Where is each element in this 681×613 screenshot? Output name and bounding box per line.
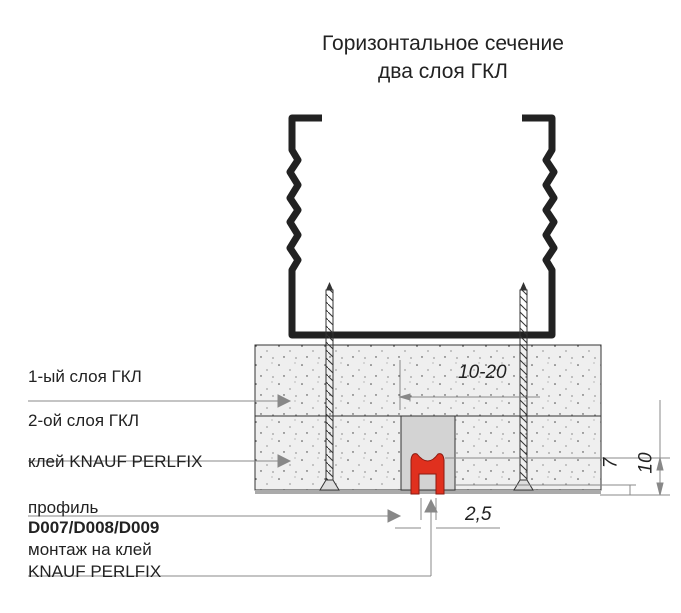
board-layer-1 [254,344,602,417]
title-line-1: Горизонтальное сечение [322,32,564,55]
label-profile: профиль [28,498,99,517]
leader-lines [28,360,670,577]
label-layer-2: 2-ой слоя ГКЛ [28,411,140,430]
glue-groove [400,415,456,491]
red-profile [410,453,445,495]
bottom-strip [255,490,601,494]
title-line-2: два слоя ГКЛ [378,60,508,83]
label-mount-2: KNAUF PERLFIX [28,562,162,581]
label-layer-1: 1-ый слоя ГКЛ [28,367,142,386]
dim-gap: 10-20 [458,362,507,383]
dim-7: 7 [600,457,622,469]
dim-width: 2,5 [465,504,492,525]
dim-10: 10 [635,452,657,474]
label-profile-codes: D007/D008/D009 [28,518,160,537]
label-mount-1: монтаж на клей [28,540,152,559]
screw-left [319,282,340,491]
steel-stud-profile [286,114,558,339]
label-glue: клей KNAUF PERLFIX [28,452,203,471]
